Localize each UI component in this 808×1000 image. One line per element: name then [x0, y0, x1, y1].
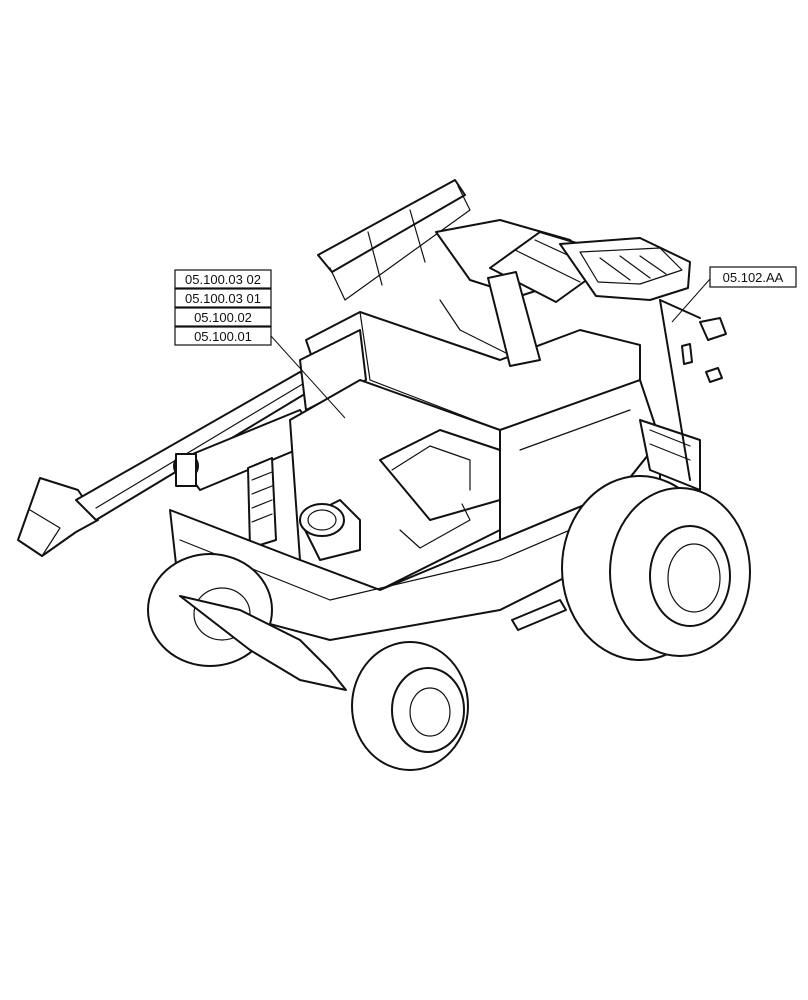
access-platform — [511, 299, 701, 631]
grain-tank-covers — [317, 179, 691, 303]
callout-stack-left: 05.100.03 02 05.100.03 01 05.100.02 05.1… — [174, 269, 346, 419]
leader-line-left — [270, 335, 346, 419]
callout-05-100-01: 05.100.01 — [194, 329, 252, 344]
callout-box-05-102-aa — [709, 266, 797, 288]
callout-05-102-aa: 05.102.AA — [723, 270, 784, 285]
callout-05-100-02: 05.100.02 — [194, 310, 252, 325]
unloading-auger — [17, 371, 321, 557]
callout-box-05-100-03-01 — [174, 288, 272, 308]
callout-box-05-100-02 — [174, 307, 272, 327]
callout-05-100-03-01: 05.100.03 01 — [185, 291, 261, 306]
leader-line-right — [671, 278, 711, 323]
front-wheels — [561, 475, 751, 661]
cab-accessories — [659, 299, 727, 383]
rear-wheels — [147, 553, 469, 771]
callout-05-100-03-02: 05.100.03 02 — [185, 272, 261, 287]
main-body — [169, 379, 661, 641]
engine-compartment — [247, 379, 501, 591]
callout-right: 05.102.AA — [671, 266, 797, 323]
callout-box-05-100-03-02 — [174, 269, 272, 289]
